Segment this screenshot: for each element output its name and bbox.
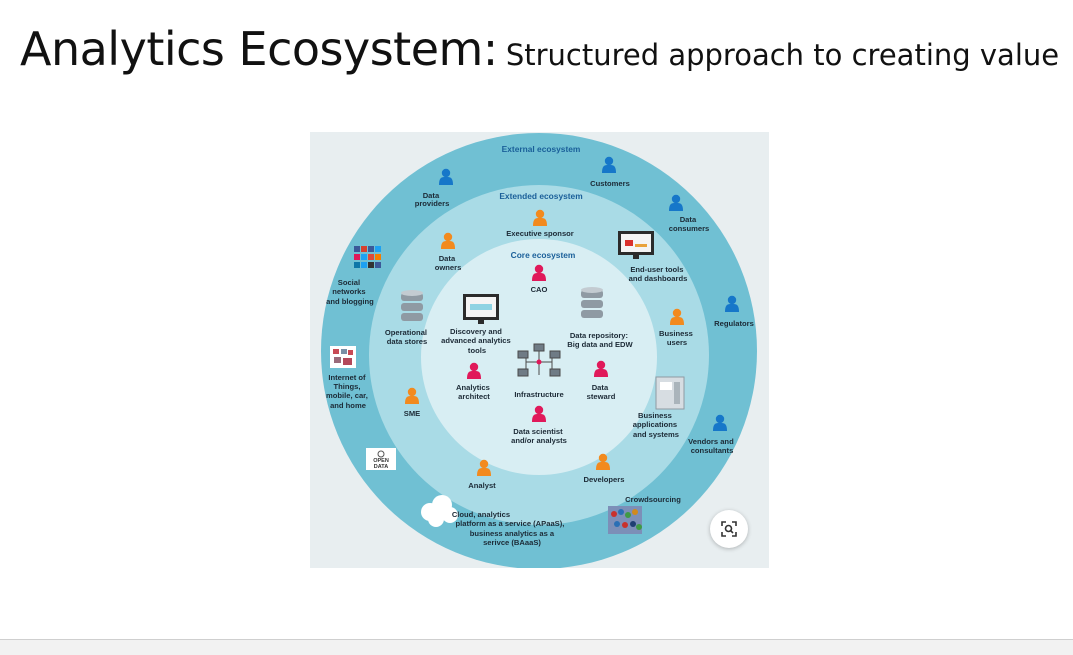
iot-icon [330, 346, 356, 368]
operational-stores-label: Operational data stores [385, 328, 429, 346]
zoom-search-icon [721, 521, 737, 537]
vendors-label: Vendors and consultants [688, 437, 736, 455]
ecosystem-diagram: External ecosystem Extended ecosystem Co… [310, 132, 769, 568]
infrastructure-label: Infrastructure [514, 390, 563, 399]
cloud-icon [421, 495, 458, 527]
data-owners-label: Data owners [435, 254, 462, 272]
bottom-scrollbar[interactable] [0, 639, 1073, 655]
discovery-monitor-icon [463, 294, 499, 324]
dashboard-monitor-icon [618, 231, 654, 259]
operational-db-icon [401, 290, 423, 321]
external-ecosystem-label: External ecosystem [502, 144, 581, 154]
data-steward-label: Data steward [587, 383, 616, 401]
analytics-architect-label: Analytics architect [456, 383, 492, 401]
server-icon [655, 376, 685, 410]
sme-label: SME [404, 409, 420, 418]
business-users-label: Business users [659, 329, 695, 347]
slide-title-main: Analytics Ecosystem: [20, 22, 498, 76]
data-repository-db-icon [581, 287, 603, 318]
executive-sponsor-label: Executive sponsor [506, 229, 574, 238]
extended-ecosystem-label: Extended ecosystem [499, 191, 582, 201]
data-consumers-label: Data consumers [669, 215, 710, 233]
svg-text:DATA: DATA [374, 464, 388, 470]
business-apps-label: Business applications and systems [633, 411, 679, 439]
social-label: Social networks and blogging [326, 278, 374, 306]
developers-label: Developers [584, 475, 625, 484]
data-providers-label: Data providers [415, 191, 450, 208]
data-repository-label: Data repository: Big data and EDW [567, 331, 633, 349]
crowdsourcing-label: Crowdsourcing [625, 495, 681, 504]
zoom-search-button[interactable] [710, 510, 748, 548]
data-scientist-label: Data scientist and/or analysts [511, 427, 567, 445]
network-icon [517, 343, 561, 377]
svg-text:OPEN: OPEN [373, 458, 389, 464]
slide-title: Analytics Ecosystem:Structured approach … [20, 22, 1059, 76]
end-user-tools-label: End-user tools and dashboards [629, 265, 688, 283]
regulators-label: Regulators [714, 319, 754, 328]
analyst-label: Analyst [468, 481, 496, 490]
discovery-tools-label: Discovery and advanced analytics tools [441, 327, 513, 355]
cloud-label: Cloud, analytics platform as a service (… [452, 510, 567, 547]
cao-label: CAO [531, 285, 548, 294]
iot-label: Internet of Things, mobile, car, and hom… [326, 373, 370, 410]
core-ecosystem-label: Core ecosystem [511, 250, 576, 260]
slide-subtitle: Structured approach to creating value [505, 38, 1060, 72]
open-data-icon: OPEN DATA [366, 448, 396, 470]
social-icons [354, 246, 381, 268]
crowd-icon [608, 506, 642, 534]
customers-label: Customers [590, 179, 630, 188]
